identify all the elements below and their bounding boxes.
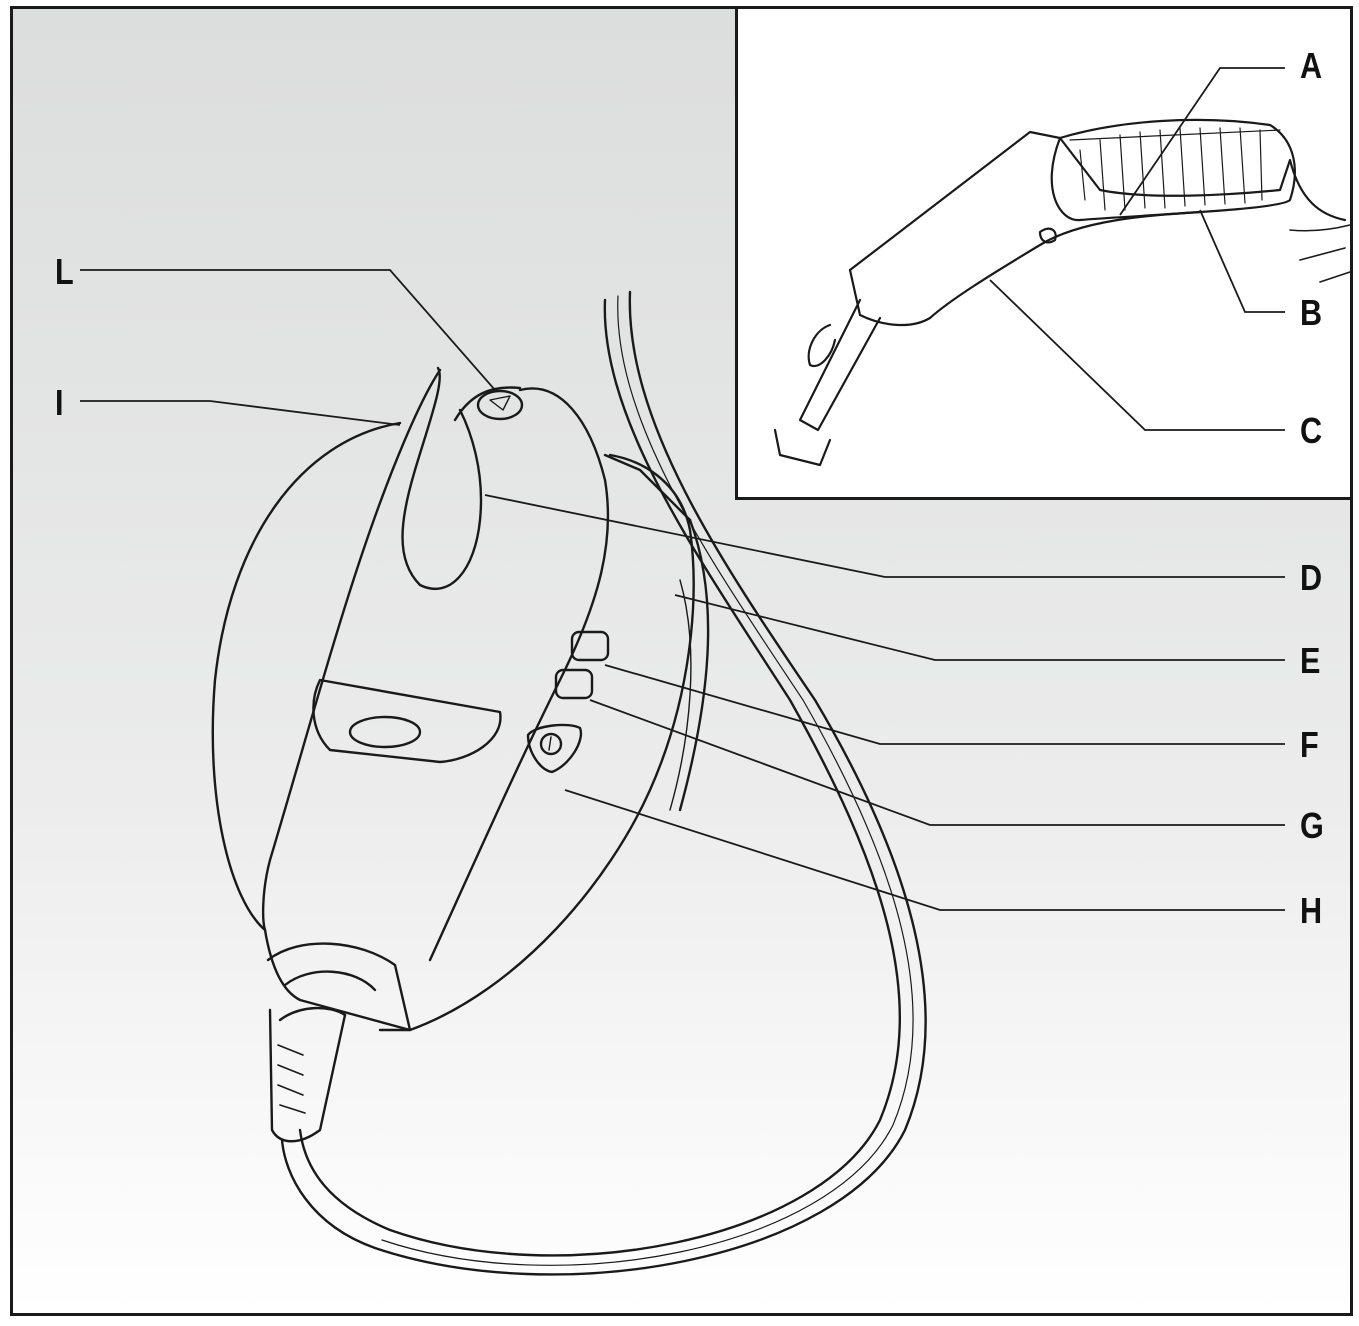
label-L: L [55,251,74,292]
leader-L [80,269,496,391]
label-I: I [55,382,64,423]
label-C: C [1300,410,1323,451]
label-B: B [1300,292,1323,333]
label-F: F [1300,724,1319,765]
leader-D [484,494,1285,578]
label-E: E [1300,640,1321,681]
leader-F [604,664,1285,745]
leader-H [564,789,1285,911]
leader-C [989,279,1285,431]
label-D: D [1300,557,1323,598]
leader-E [674,594,1285,661]
leader-B [1199,209,1285,313]
main-body [211,366,710,1143]
leader-G [589,699,1285,826]
label-G: G [1300,805,1324,846]
label-A: A [1300,45,1323,86]
hose-handle-inset [735,6,1353,500]
label-H: H [1300,890,1323,931]
leader-A [1119,67,1285,216]
leader-I [80,400,401,426]
